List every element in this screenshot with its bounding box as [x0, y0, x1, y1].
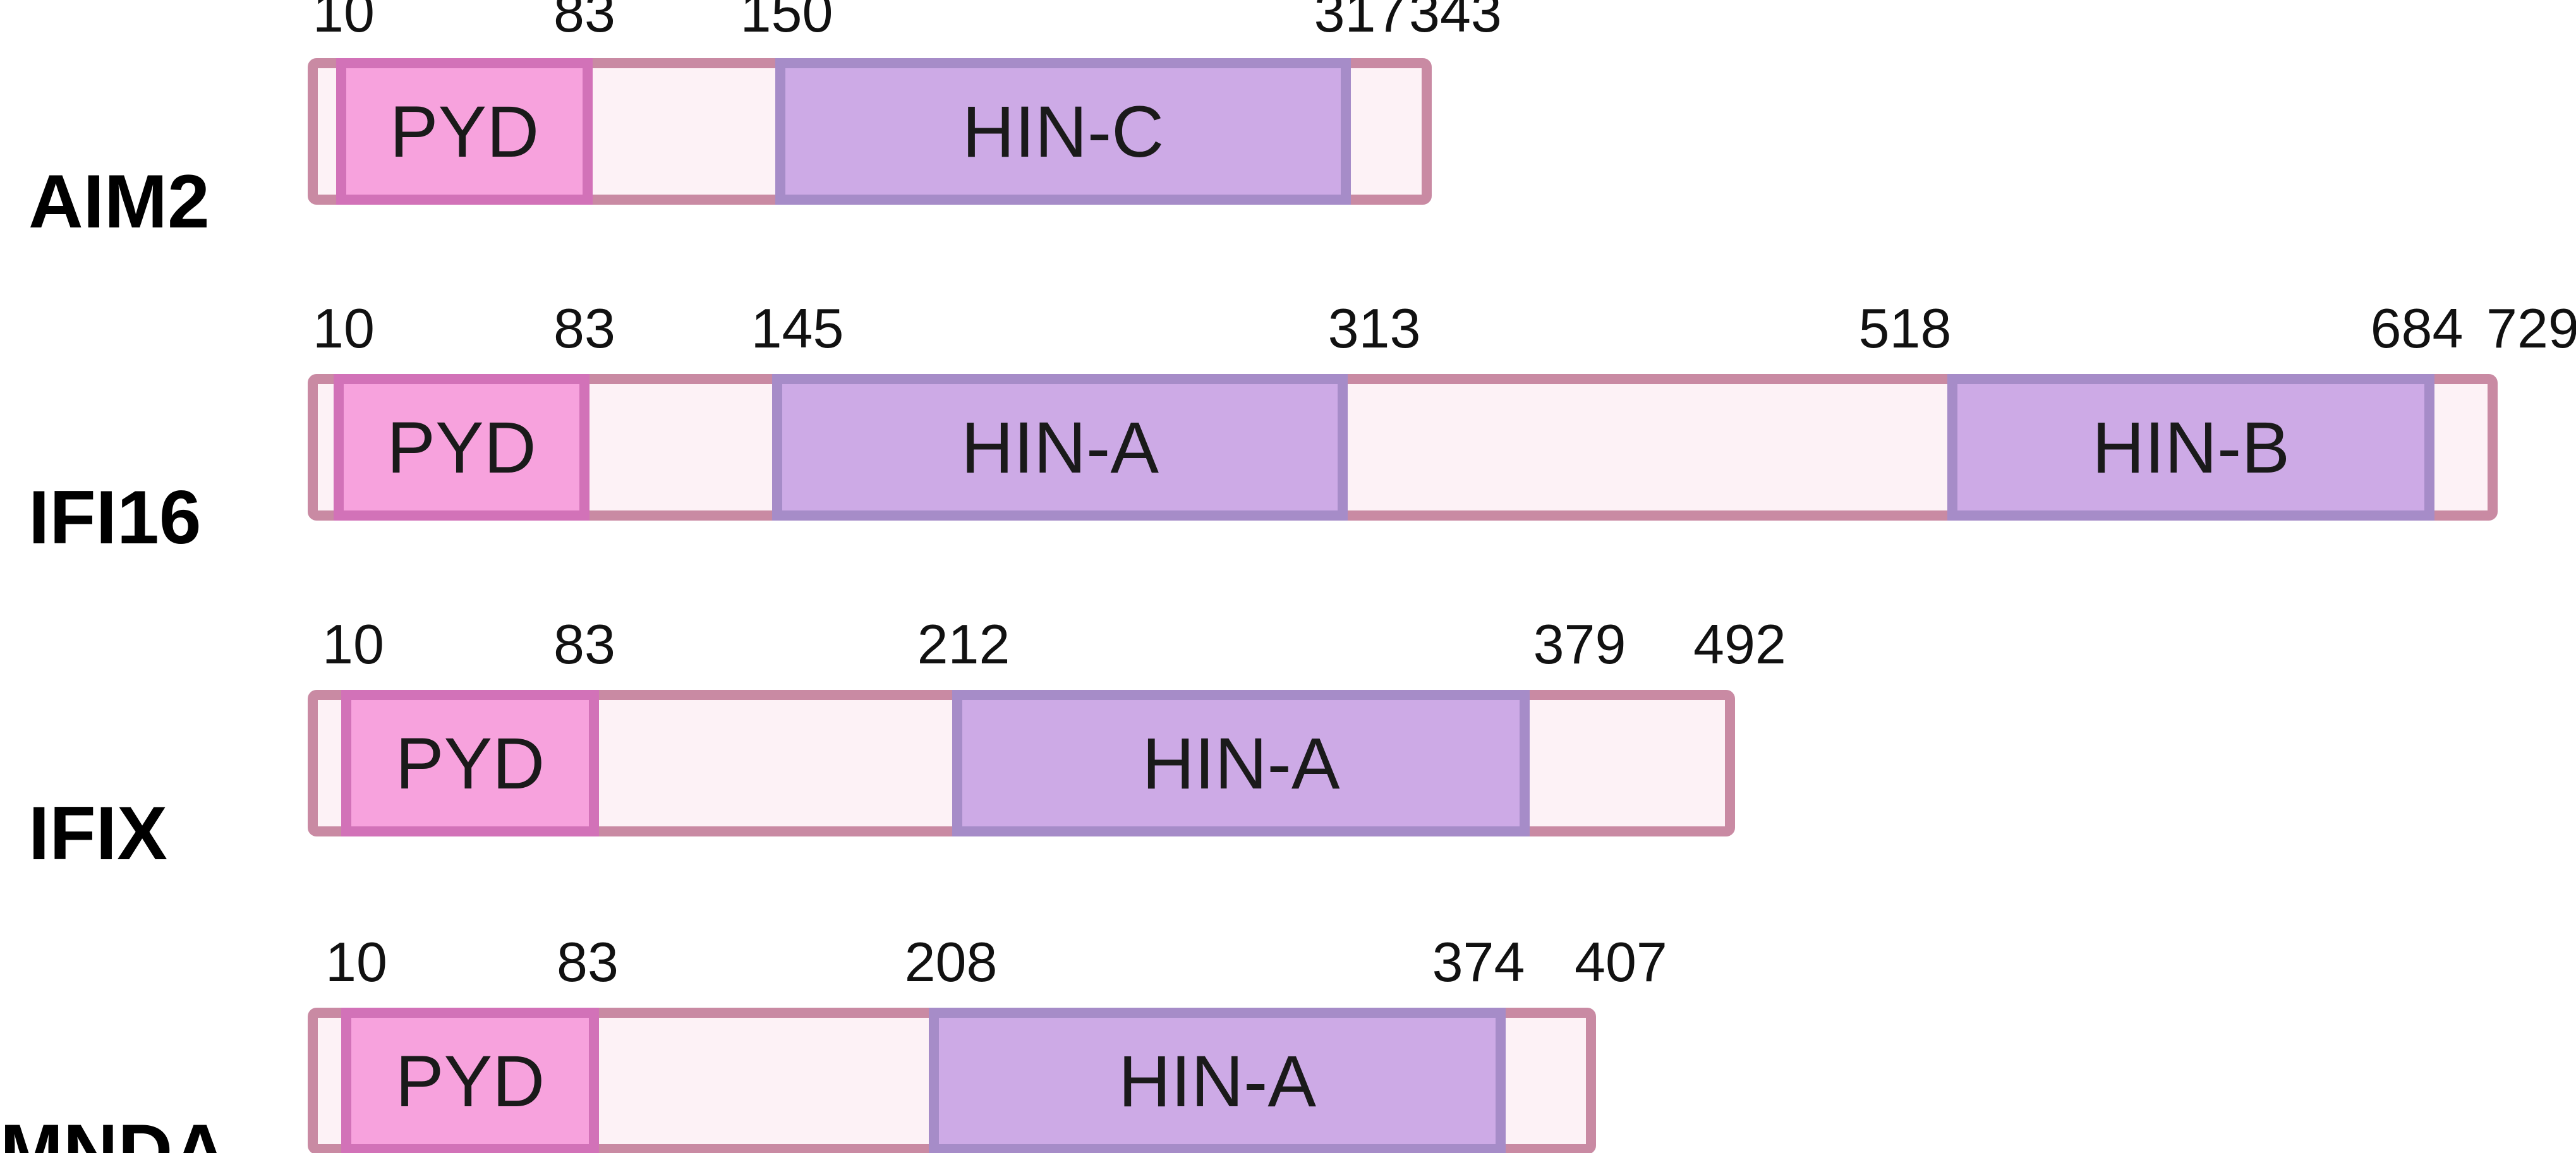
position-label: 208 — [905, 931, 998, 993]
domain-hin-a — [772, 374, 1348, 521]
protein-row-mnda: MNDA PYD HIN-A 10 83 208 374 407 — [0, 931, 1667, 1153]
position-label: 313 — [1328, 297, 1421, 359]
position-label: 729 — [2486, 297, 2576, 359]
protein-row-ifix: IFIX PYD HIN-A 10 83 212 379 492 — [28, 613, 1786, 876]
domain-pyd — [341, 690, 599, 836]
position-label: 83 — [557, 931, 619, 993]
position-label: 145 — [751, 297, 844, 359]
position-label: 83 — [553, 297, 615, 359]
position-label: 317 — [1314, 0, 1407, 44]
domain-hin-a — [929, 1008, 1506, 1153]
position-label: 212 — [917, 613, 1010, 675]
domain-hin-b — [1947, 374, 2434, 521]
position-label: 10 — [322, 613, 384, 675]
position-label: 10 — [313, 297, 375, 359]
protein-name: AIM2 — [28, 159, 210, 244]
position-label: 10 — [313, 0, 375, 44]
position-label: 492 — [1693, 613, 1786, 675]
position-label: 10 — [325, 931, 387, 993]
position-label: 407 — [1575, 931, 1667, 993]
domain-pyd — [334, 374, 590, 521]
protein-row-ifi16: IFI16 PYD HIN-A HIN-B 10 83 145 313 518 684 729 — [28, 297, 2576, 560]
domain-label: HIN-B — [2092, 407, 2290, 488]
domain-pyd — [336, 58, 593, 205]
domain-label: PYD — [396, 1041, 545, 1122]
domain-label: HIN-A — [1118, 1041, 1316, 1122]
domain-hin-a — [952, 690, 1530, 836]
domain-label: HIN-A — [961, 407, 1159, 488]
position-label: 684 — [2371, 297, 2464, 359]
position-label: 343 — [1409, 0, 1502, 44]
position-label: 518 — [1859, 297, 1952, 359]
position-label: 150 — [741, 0, 833, 44]
position-label: 374 — [1432, 931, 1525, 993]
domain-label: PYD — [387, 407, 536, 488]
position-label: 83 — [553, 613, 615, 675]
protein-name: IFI16 — [28, 475, 201, 560]
domain-label: PYD — [390, 92, 539, 172]
position-label: 379 — [1533, 613, 1626, 675]
position-label: 83 — [553, 0, 615, 44]
domain-label: PYD — [396, 723, 545, 804]
domain-label: HIN-C — [962, 92, 1164, 172]
protein-name: MNDA — [0, 1109, 227, 1153]
domain-hin-c — [775, 58, 1351, 205]
protein-name: IFIX — [28, 791, 167, 876]
domain-pyd — [341, 1008, 599, 1153]
domain-label: HIN-A — [1142, 723, 1339, 804]
